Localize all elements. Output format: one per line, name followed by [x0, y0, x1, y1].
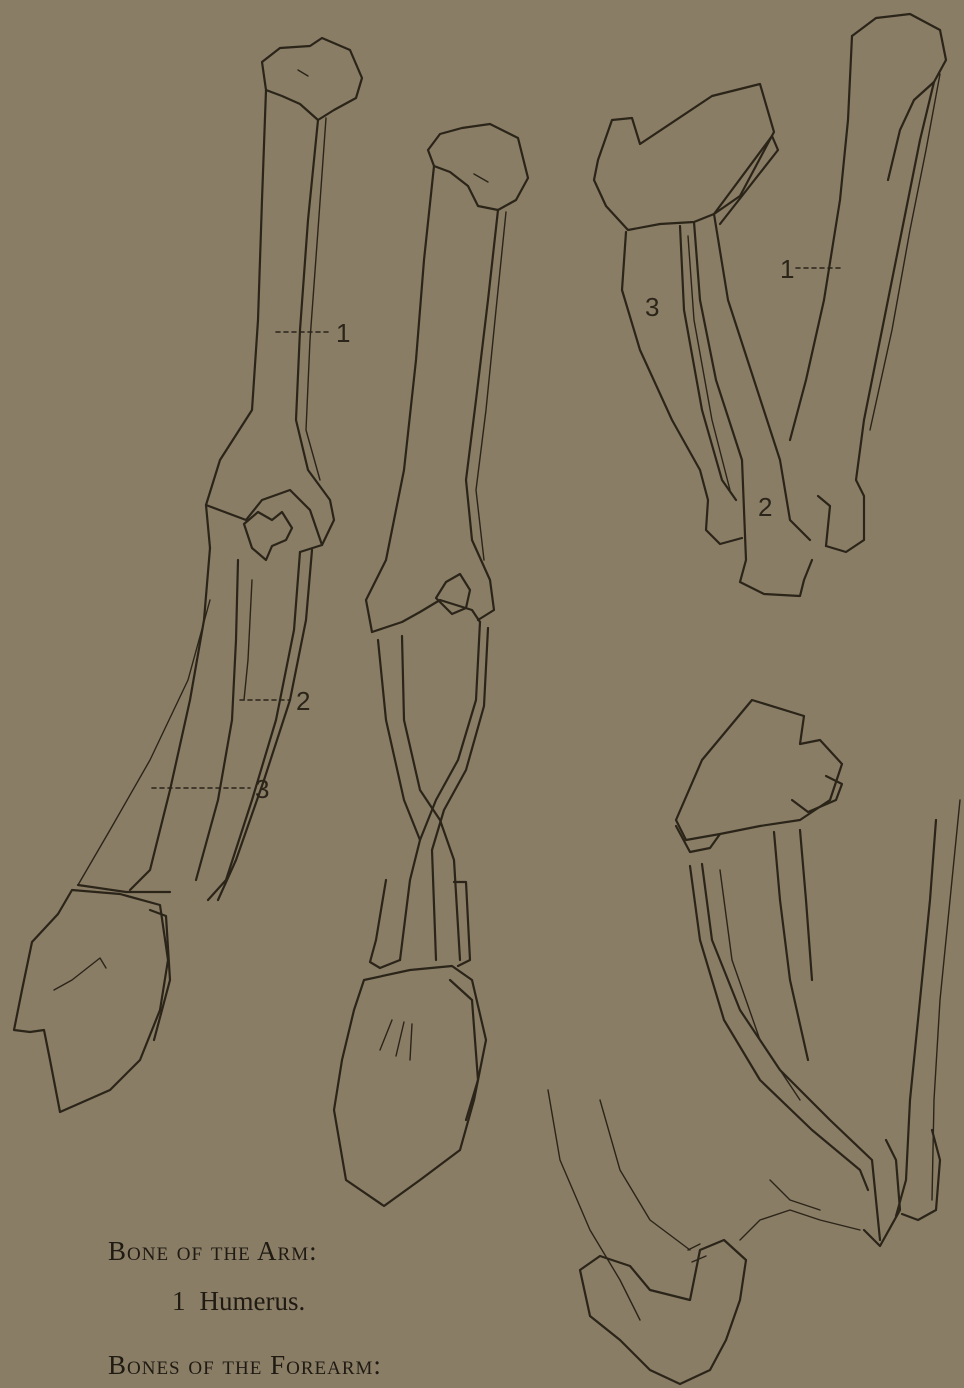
label-1-left: 1 — [336, 320, 350, 346]
heading-bone-of-the-arm: Bone of the Arm: — [108, 1236, 318, 1267]
label-3-left: 3 — [255, 776, 269, 802]
label-1-top-right: 1 — [780, 256, 794, 282]
figure-middle-limb — [334, 124, 528, 1206]
heading-bones-of-the-forearm: Bones of the Forearm: — [108, 1350, 382, 1381]
label-2-left: 2 — [296, 688, 310, 714]
label-3-top-right: 3 — [645, 294, 659, 320]
legend-item-humerus: 1 Humerus. — [172, 1286, 305, 1317]
legend-item-name: Humerus. — [200, 1286, 306, 1316]
legend-item-number: 1 — [172, 1286, 186, 1316]
label-2-top-right: 2 — [758, 494, 772, 520]
figure-bottom-right-limb — [548, 700, 960, 1384]
figure-left-limb — [14, 38, 362, 1112]
